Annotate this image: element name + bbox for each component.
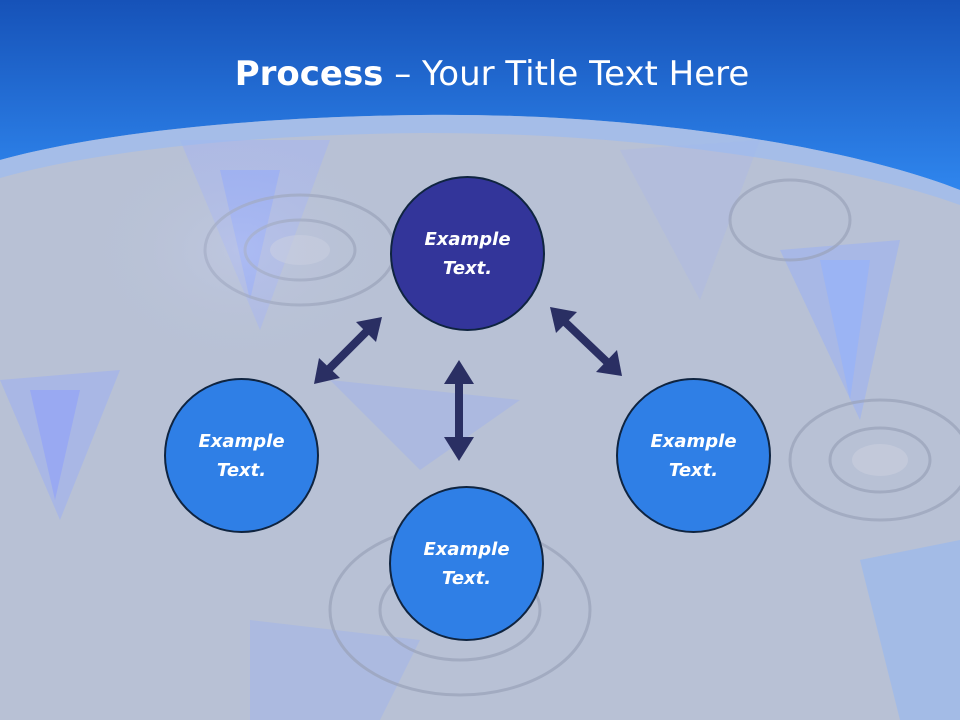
process-node-right[interactable]: Example Text. — [616, 378, 771, 533]
title-rest: – Your Title Text Here — [383, 54, 750, 94]
node-label: Example Text. — [650, 430, 737, 481]
process-node-bottom[interactable]: Example Text. — [389, 486, 544, 641]
process-node-top[interactable]: Example Text. — [390, 176, 545, 331]
process-node-left[interactable]: Example Text. — [164, 378, 319, 533]
node-label: Example Text. — [424, 228, 511, 279]
slide-title: Process – Your Title Text Here — [0, 52, 960, 96]
title-bold: Process — [234, 54, 384, 94]
node-label: Example Text. — [423, 538, 510, 589]
node-label: Example Text. — [198, 430, 285, 481]
